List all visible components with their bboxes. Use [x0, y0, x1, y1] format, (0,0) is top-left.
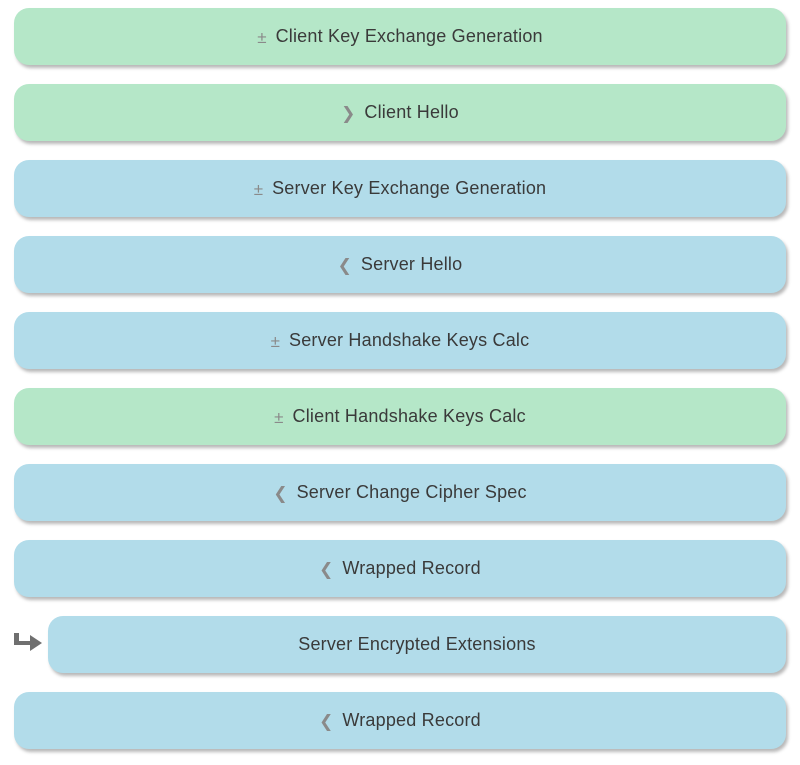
record-button[interactable]: ± Server Handshake Keys Calc	[14, 312, 786, 369]
record-button[interactable]: ± Client Key Exchange Generation	[14, 8, 786, 65]
chevron-right-icon: ❯	[341, 104, 356, 123]
plus-minus-icon: ±	[253, 180, 264, 199]
chevron-left-icon: ❮	[273, 484, 288, 503]
record-label: Server Hello	[360, 254, 463, 274]
plus-minus-icon: ±	[257, 28, 267, 47]
record-button[interactable]: ❯ Client Hello	[14, 84, 786, 141]
record-row: ❮ Server Hello	[14, 236, 786, 293]
record-label: Client Hello	[364, 102, 459, 122]
record-row: ❮ Wrapped Record	[14, 692, 786, 749]
record-button[interactable]: ❮ Wrapped Record	[14, 540, 786, 597]
chevron-left-icon: ❮	[319, 560, 334, 579]
record-label: Server Encrypted Extensions	[298, 634, 536, 654]
record-row: ± Client Handshake Keys Calc	[14, 388, 786, 445]
record-label: Client Key Exchange Generation	[275, 26, 543, 46]
chevron-left-icon: ❮	[337, 256, 352, 275]
record-row: ❯ Client Hello	[14, 84, 786, 141]
record-label: Client Handshake Keys Calc	[292, 406, 526, 426]
record-button[interactable]: ❮ Wrapped Record	[14, 692, 786, 749]
record-row: Server Encrypted Extensions	[14, 616, 786, 673]
record-label: Wrapped Record	[342, 558, 481, 578]
record-button[interactable]: Server Encrypted Extensions	[48, 616, 786, 673]
record-list: ± Client Key Exchange Generation ❯ Clien…	[14, 8, 786, 749]
record-button[interactable]: ± Server Key Exchange Generation	[14, 160, 786, 217]
record-button[interactable]: ❮ Server Hello	[14, 236, 786, 293]
record-row: ± Server Key Exchange Generation	[14, 160, 786, 217]
plus-minus-icon: ±	[274, 408, 284, 427]
chevron-left-icon: ❮	[319, 712, 334, 731]
record-row: ± Client Key Exchange Generation	[14, 8, 786, 65]
plus-minus-icon: ±	[270, 332, 281, 351]
record-row: ❮ Server Change Cipher Spec	[14, 464, 786, 521]
record-label: Server Handshake Keys Calc	[289, 330, 530, 350]
record-label: Server Key Exchange Generation	[272, 178, 547, 198]
record-button[interactable]: ❮ Server Change Cipher Spec	[14, 464, 786, 521]
current-record-arrow-icon	[13, 632, 43, 654]
record-row: ± Server Handshake Keys Calc	[14, 312, 786, 369]
record-label: Server Change Cipher Spec	[296, 482, 527, 502]
record-row: ❮ Wrapped Record	[14, 540, 786, 597]
record-label: Wrapped Record	[342, 710, 481, 730]
record-button[interactable]: ± Client Handshake Keys Calc	[14, 388, 786, 445]
